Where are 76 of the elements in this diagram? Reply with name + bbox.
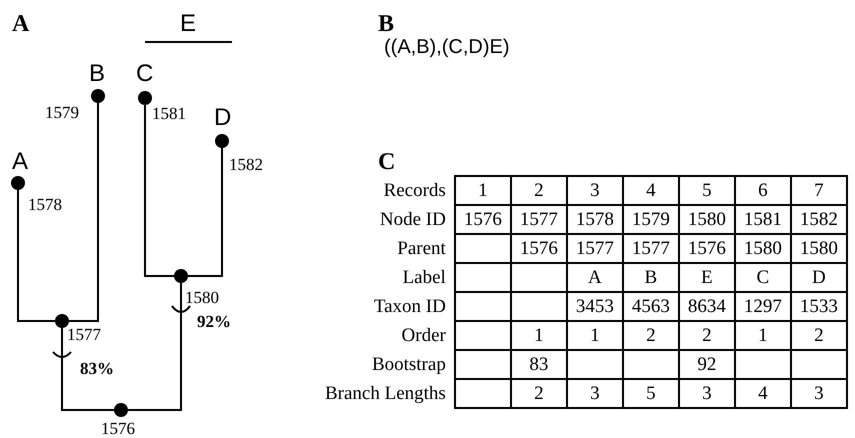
table-cell-value: 1580 [688, 210, 726, 229]
panel-letter: A [12, 12, 30, 36]
row-header: Records [384, 181, 446, 200]
newick-string: ((A,B),(C,D)E) [384, 37, 510, 57]
table-cell-value: 1577 [520, 210, 558, 229]
node-id-label: 1579 [45, 104, 79, 121]
table-cell-value: 1 [534, 326, 544, 345]
bootstrap-label: 83% [80, 360, 114, 377]
table-cell-value: 3 [590, 384, 600, 403]
table-cell-value: 2 [534, 384, 544, 403]
table-cell-value: 2 [814, 326, 824, 345]
table-cell-value: E [701, 268, 713, 287]
table-cell-value: 5 [646, 384, 656, 403]
table-cell-value: 4563 [632, 297, 670, 316]
row-header: Taxon ID [374, 297, 446, 316]
table-cell-value: 5 [702, 181, 712, 200]
table-cell-value: 1578 [576, 210, 614, 229]
table-cell-value: 3 [702, 384, 712, 403]
table-cell-value: 3453 [576, 297, 614, 316]
table-cell-value: 83 [529, 355, 548, 374]
table-cell-value: C [756, 268, 770, 287]
panel-letter: C [378, 150, 396, 174]
table-cell-value: 1580 [744, 239, 782, 258]
table-cell-value: 8634 [688, 297, 726, 316]
node-id-label: 1581 [152, 105, 186, 122]
table-cell-value: A [588, 268, 602, 287]
branch-line [144, 105, 174, 277]
table-cell-value: 1581 [744, 210, 782, 229]
table-cell-value: 2 [534, 181, 544, 200]
table-cell-value: 4 [646, 181, 656, 200]
node-id-label: 1578 [28, 196, 62, 213]
panel-letter: B [378, 12, 394, 36]
table-cell-value: 7 [814, 181, 824, 200]
table-cell-value: 6 [758, 181, 768, 200]
table-cell-value: 2 [702, 326, 712, 345]
branch-line [188, 148, 223, 277]
table-cell-value: 1576 [688, 239, 726, 258]
table-cell-value: B [644, 268, 658, 287]
taxon-label: D [214, 106, 232, 130]
table-cell-value: 1 [478, 181, 488, 200]
table-cell-value: 1582 [800, 210, 838, 229]
node-id-label: 1582 [229, 156, 263, 173]
table-cell-value: 1576 [464, 210, 502, 229]
branch-line [17, 190, 55, 322]
clade-label: E [180, 12, 196, 36]
row-header: Node ID [380, 210, 446, 229]
table-cell-value: 1 [758, 326, 768, 345]
row-header: Bootstrap [372, 355, 446, 374]
table-cell-value: 92 [697, 355, 716, 374]
row-header: Label [402, 268, 446, 287]
table-cell-value: 1579 [632, 210, 670, 229]
row-header: Parent [397, 239, 446, 258]
taxon-label: B [89, 62, 106, 86]
branch-line [128, 283, 182, 411]
table-cell-value: 3 [814, 384, 824, 403]
table-cell-value: 1580 [800, 239, 838, 258]
row-header: Branch Lengths [325, 384, 446, 403]
table-cell-value: 1 [590, 326, 600, 345]
table-cell-value: 1577 [576, 239, 614, 258]
table-cell-value: 1577 [632, 239, 670, 258]
table-cell-value: 3 [590, 181, 600, 200]
table-cell-value: 2 [646, 326, 656, 345]
branch-line [61, 328, 114, 411]
table-cell-value: 1297 [744, 297, 782, 316]
node-id-label: 1577 [67, 326, 101, 343]
table-cell-value: 1576 [520, 239, 558, 258]
table-cell-value: 4 [758, 384, 768, 403]
row-header: Order [402, 326, 446, 345]
table-cell-value: 1533 [800, 297, 838, 316]
table-cell-value: D [812, 268, 826, 287]
taxon-label: C [136, 62, 154, 86]
bootstrap-label: 92% [197, 313, 231, 330]
branch-line [69, 103, 99, 322]
node-id-label: 1576 [101, 420, 135, 437]
taxon-label: A [12, 150, 28, 174]
node-id-label: 1580 [185, 289, 219, 306]
